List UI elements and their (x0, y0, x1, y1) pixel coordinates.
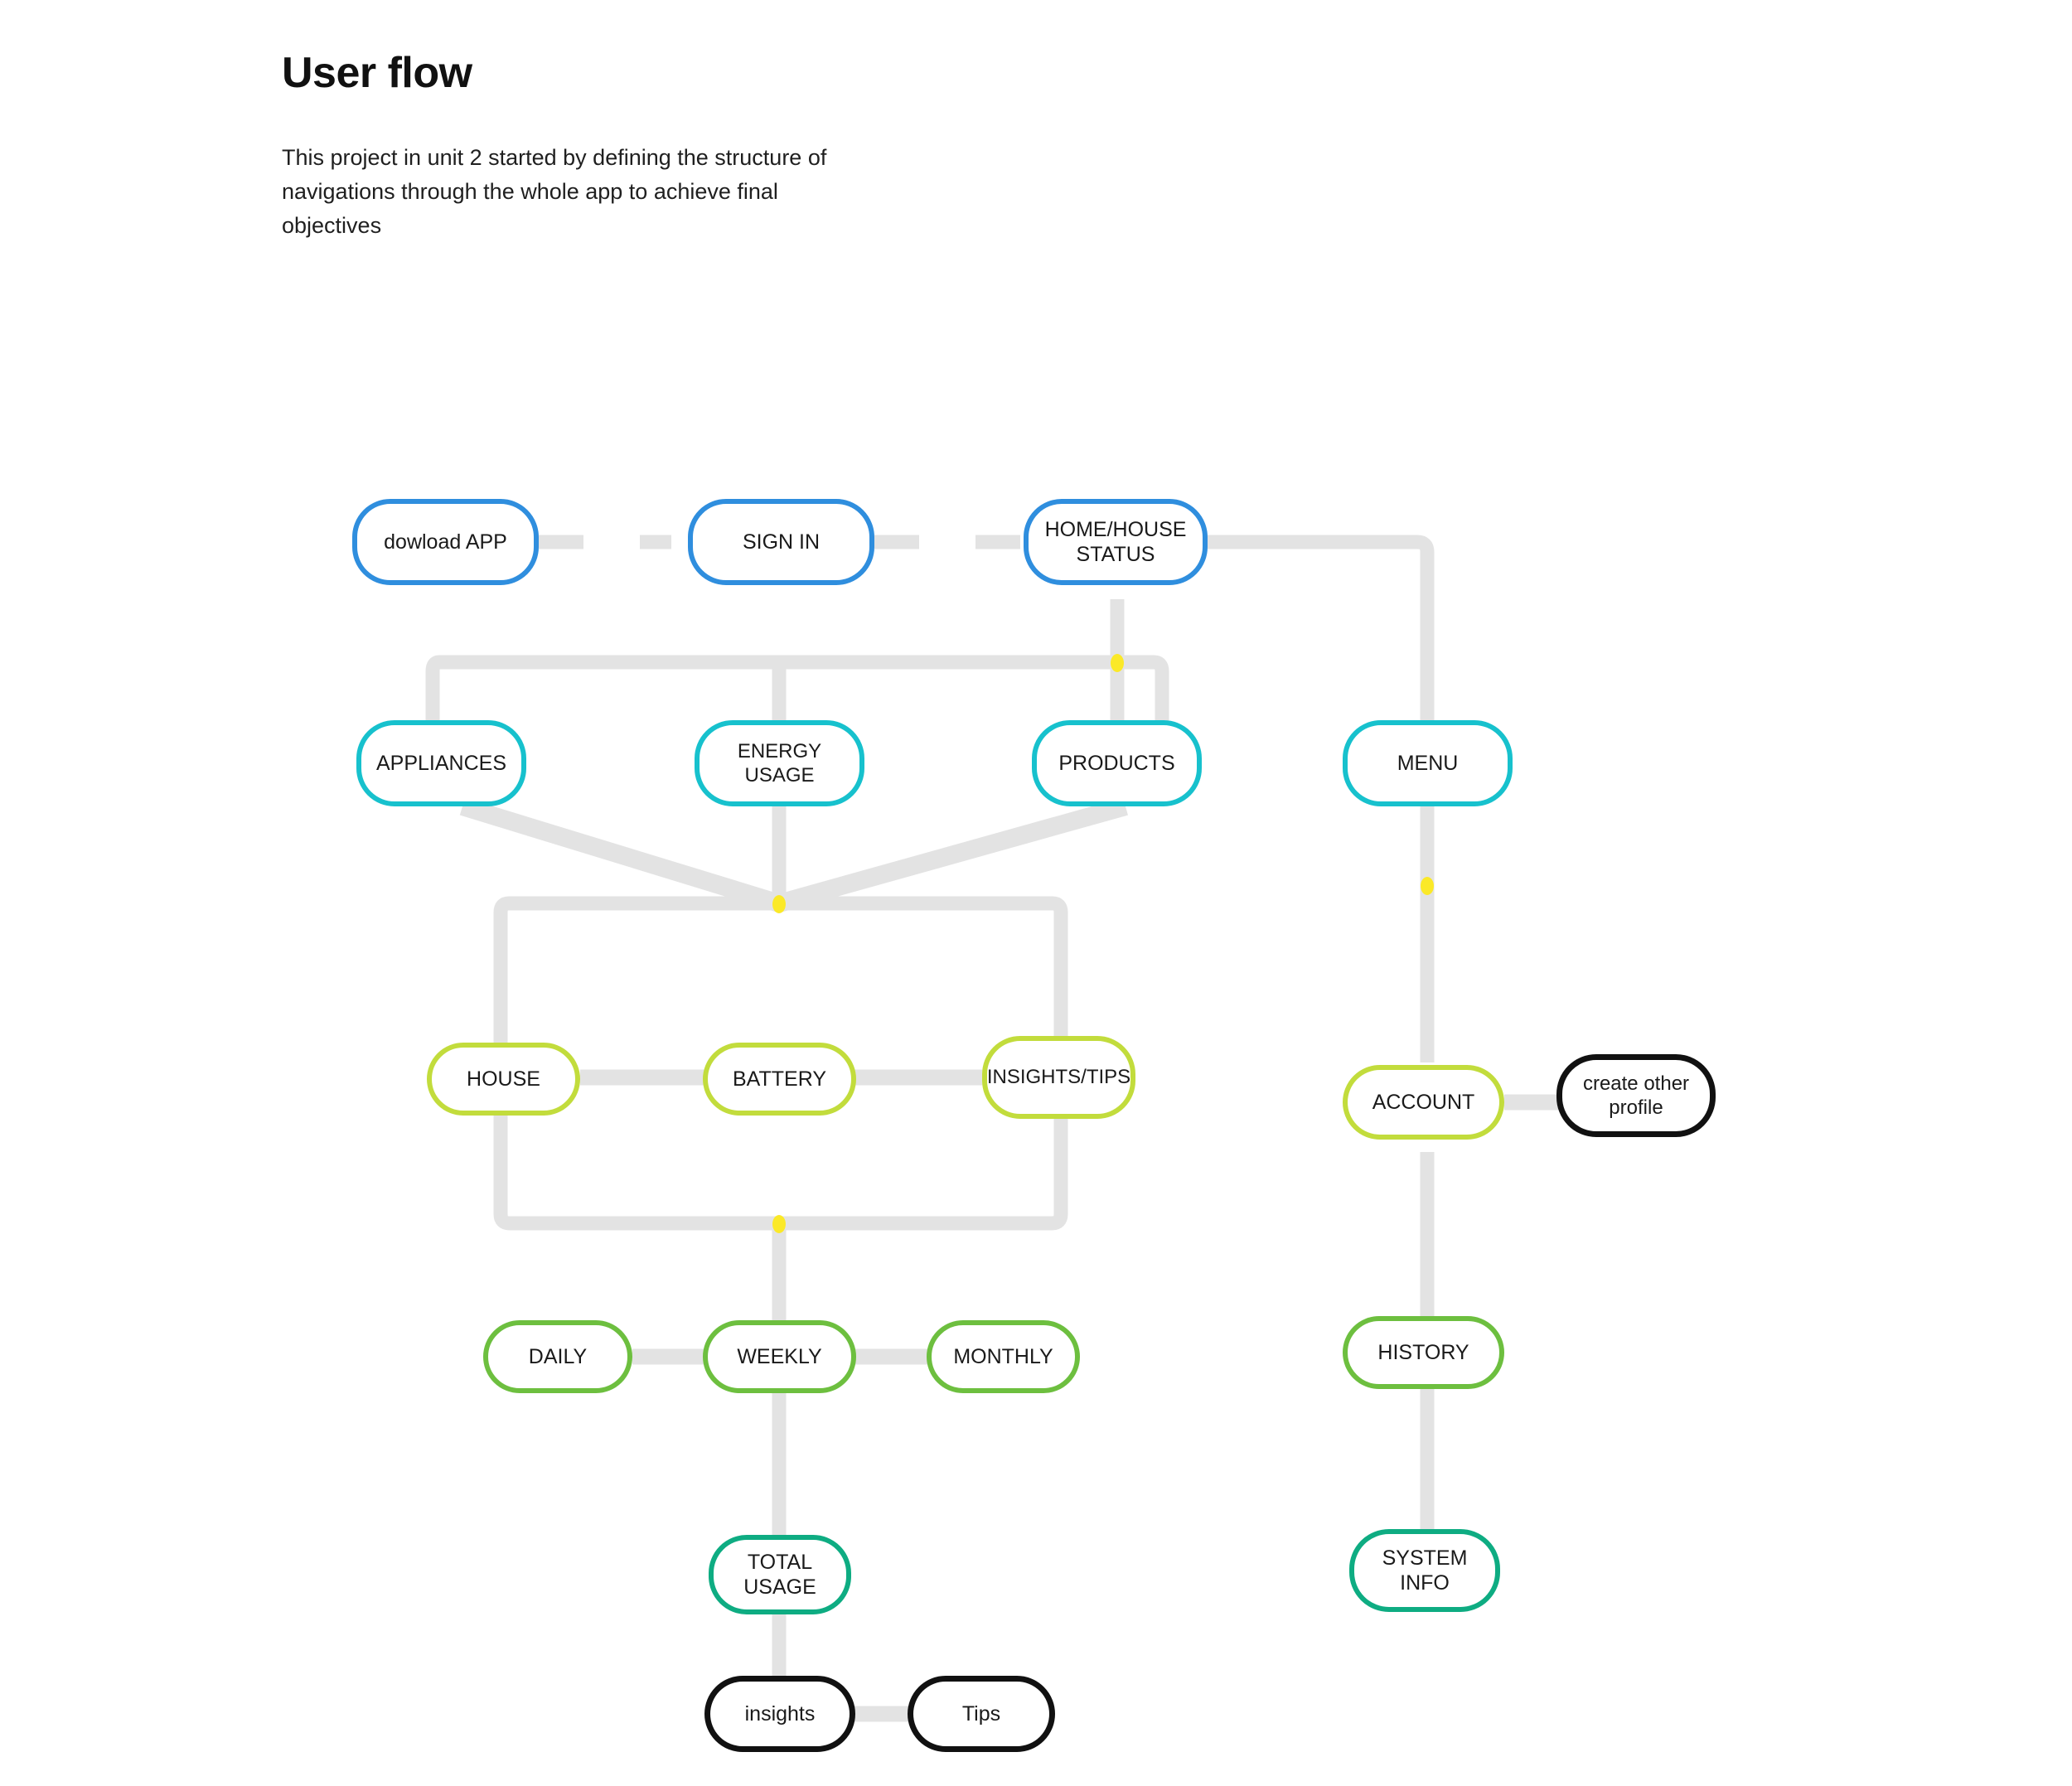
node-battery-label: BATTERY (733, 1067, 826, 1091)
node-menu-label: MENU (1397, 751, 1459, 775)
node-monthly[interactable]: MONTHLY (927, 1320, 1080, 1393)
junction-dot-weekly-bracket (772, 1215, 786, 1233)
node-insights-tips-label: INSIGHTS/TIPS (986, 1066, 1131, 1089)
node-daily-label: DAILY (528, 1344, 588, 1368)
node-tips[interactable]: Tips (908, 1676, 1055, 1752)
node-system-info-label: SYSTEM INFO (1382, 1546, 1468, 1595)
node-insights-tips[interactable]: INSIGHTS/TIPS (982, 1036, 1135, 1119)
node-create-other-profile-label: create other profile (1582, 1072, 1690, 1119)
node-total-usage[interactable]: TOTAL USAGE (709, 1535, 851, 1614)
node-home-house-status[interactable]: HOME/HOUSE STATUS (1024, 499, 1208, 585)
node-insights[interactable]: insights (704, 1676, 855, 1752)
node-weekly-label: WEEKLY (737, 1344, 822, 1368)
node-account-label: ACCOUNT (1372, 1090, 1475, 1114)
node-daily[interactable]: DAILY (483, 1320, 632, 1393)
node-appliances[interactable]: APPLIANCES (356, 720, 526, 806)
node-appliances-label: APPLIANCES (375, 751, 506, 775)
node-create-other-profile[interactable]: create other profile (1556, 1054, 1716, 1137)
node-weekly[interactable]: WEEKLY (703, 1320, 856, 1393)
node-sign-in[interactable]: SIGN IN (688, 499, 874, 585)
node-system-info[interactable]: SYSTEM INFO (1349, 1529, 1500, 1612)
node-house[interactable]: HOUSE (427, 1043, 580, 1116)
node-history-label: HISTORY (1377, 1340, 1469, 1364)
junction-dot-row3-bar (772, 895, 786, 913)
node-battery[interactable]: BATTERY (703, 1043, 856, 1116)
edge-insights-down-bracket (779, 1115, 1068, 1231)
page-description: This project in unit 2 started by defini… (282, 145, 827, 239)
page-title: User flow (282, 49, 472, 97)
node-menu[interactable]: MENU (1343, 720, 1513, 806)
node-home-house-status-label: HOME/HOUSE STATUS (1044, 517, 1187, 567)
edge-row3-bar-left-corner (493, 896, 510, 1043)
node-total-usage-label: TOTAL USAGE (743, 1550, 816, 1600)
node-account[interactable]: ACCOUNT (1343, 1065, 1504, 1140)
edge-home-to-menu (1206, 535, 1435, 723)
edge-products-to-junction (777, 797, 1128, 912)
edge-branch-bar-row2-corner-left (425, 655, 441, 723)
node-sign-in-label: SIGN IN (742, 530, 821, 554)
node-products-label: PRODUCTS (1058, 751, 1175, 775)
edge-row3-bar-right-corner (1052, 896, 1068, 1043)
edge-appliances-to-junction (459, 797, 782, 912)
node-tips-label: Tips (961, 1701, 1001, 1725)
node-history[interactable]: HISTORY (1343, 1316, 1504, 1389)
edge-house-down-bracket (493, 1115, 779, 1231)
node-energy-usage[interactable]: ENERGY USAGE (695, 720, 864, 806)
junction-dot-menu-account (1421, 877, 1434, 895)
node-insights-label: insights (744, 1701, 816, 1725)
edge-branch-bar-row2-corner-right (1153, 655, 1169, 723)
junction-dot-home-branch (1111, 654, 1124, 672)
node-download-app[interactable]: dowload APP (352, 499, 539, 585)
node-monthly-label: MONTHLY (953, 1344, 1053, 1368)
node-energy-usage-label: ENERGY USAGE (737, 739, 822, 787)
node-house-label: HOUSE (467, 1067, 540, 1091)
node-products[interactable]: PRODUCTS (1032, 720, 1202, 806)
header: User flow This project in unit 2 started… (282, 48, 879, 243)
node-download-app-label: dowload APP (384, 530, 507, 554)
